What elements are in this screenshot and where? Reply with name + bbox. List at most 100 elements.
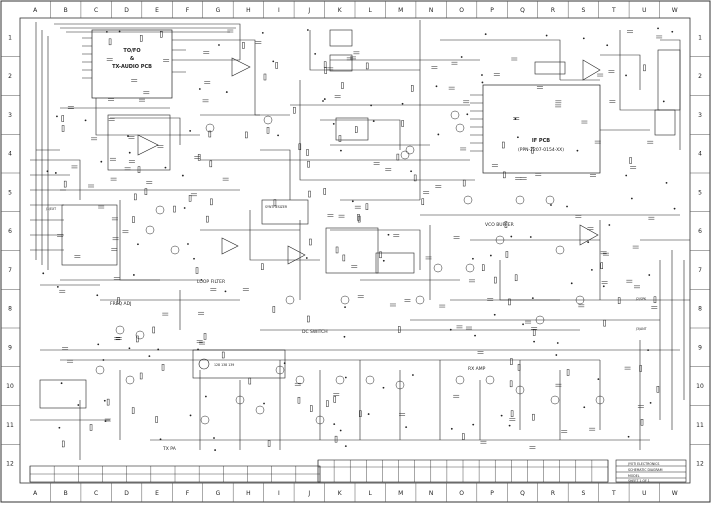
if-pcb-line2: (PPN-2207-0154-XX) (518, 147, 564, 153)
junction-dot (450, 427, 453, 430)
junction-dot (370, 104, 373, 107)
freq-adj-label: FREQ ADJ (110, 301, 131, 307)
junction-dot (189, 130, 192, 132)
junction-dot (344, 445, 347, 448)
junction-dot (372, 120, 375, 123)
junction-dot (625, 174, 628, 177)
resistor-symbol (462, 433, 465, 440)
junction-dot (225, 91, 228, 93)
grid-row-label-right: 11 (696, 422, 704, 429)
if-pcb-block: IF PCB (PPN-2207-0154-XX) (470, 84, 601, 174)
resistor-symbol (308, 190, 311, 198)
junction-dot (484, 33, 487, 36)
transistor-symbol (405, 145, 415, 155)
grid-col-label-bottom: G (216, 490, 221, 497)
resistor-symbol (117, 297, 120, 304)
grid-col-label-bottom: C (94, 490, 98, 497)
junction-dot (159, 438, 162, 441)
junction-dot (514, 117, 517, 120)
transistor-symbol (515, 385, 525, 395)
junction-dot (164, 166, 167, 169)
junction-dot (127, 135, 129, 137)
grid-col-label-top: J (307, 7, 310, 14)
transistor-symbol (515, 195, 525, 205)
resistor-symbol (108, 38, 112, 46)
junction-dot (132, 274, 135, 276)
resistor-symbol (261, 263, 264, 270)
junction-dot (314, 52, 317, 55)
resistor-symbol (335, 246, 339, 254)
transistor-symbol (125, 375, 135, 385)
resistor-symbol (326, 400, 329, 407)
grid-row-label-left: 5 (8, 189, 12, 196)
junction-dot (104, 420, 107, 422)
resistor-symbol (355, 126, 358, 133)
junction-dot (522, 323, 524, 326)
bom-table (29, 460, 609, 482)
resistor-symbol (61, 125, 65, 132)
grid-col-label-bottom: T (611, 490, 616, 497)
junction-dot (671, 30, 674, 33)
resistor-symbol (410, 85, 414, 92)
junction-dot (306, 29, 309, 31)
transistor-symbol (155, 205, 165, 215)
resistor-symbol (324, 67, 327, 74)
grid-col-label-top: C (94, 7, 98, 14)
junction-dot (673, 207, 676, 210)
junction-dot (322, 100, 324, 102)
junction-dot (224, 290, 227, 293)
resistor-symbol (132, 216, 135, 223)
grid-col-label-top: T (611, 7, 616, 14)
j3-label: J3/ANT (635, 327, 647, 331)
grid-col-label-top: Q (520, 7, 525, 14)
resistor-symbol (510, 410, 514, 417)
transistor-symbol (535, 315, 545, 325)
resistor-symbol (333, 396, 337, 403)
resistor-symbol (629, 157, 632, 164)
junction-dot (100, 160, 103, 163)
transistor-symbol (205, 123, 215, 133)
resistor-symbol (640, 419, 644, 426)
transistor-symbol (340, 295, 350, 305)
resistor-symbol (245, 131, 248, 139)
transistors (95, 110, 605, 425)
junction-dot (58, 426, 61, 429)
transistor-symbol (400, 150, 410, 160)
grid-col-label-bottom: D (124, 490, 129, 497)
junction-dot (42, 272, 45, 275)
junction-dot (435, 85, 438, 88)
junction-dot (493, 313, 496, 316)
grid-col-label-bottom: L (369, 490, 373, 497)
grid-row-label-right: 1 (698, 34, 702, 41)
title-model: MODEL (628, 474, 640, 478)
junction-dot (545, 34, 548, 37)
resistor-symbol (61, 115, 64, 122)
grid-col-label-top: U (642, 7, 646, 14)
resistor-symbol (134, 193, 137, 201)
grid-row-label-right: 12 (696, 461, 704, 468)
resistor-symbol (505, 251, 509, 258)
resistor-symbol (365, 203, 369, 210)
junction-dot (555, 354, 558, 356)
junction-dot (263, 402, 265, 405)
grid-col-label-top: W (672, 7, 678, 14)
resistor-symbol (136, 335, 139, 343)
junction-dot (437, 133, 440, 136)
junction-dot (597, 378, 600, 380)
junction-dot (382, 386, 385, 389)
legend-text: 128 138 139 (214, 363, 234, 367)
resistor-symbol (203, 333, 207, 340)
resistor-symbol (248, 377, 252, 385)
junction-dot (84, 119, 87, 122)
resistor-symbol (206, 215, 209, 223)
grid-col-label-top: L (369, 7, 373, 14)
resistor-symbol (89, 424, 93, 431)
resistor-symbol (503, 171, 506, 179)
wiring (30, 20, 690, 460)
resistor-symbol (532, 329, 536, 336)
grid-row-label-right: 7 (698, 267, 702, 274)
junction-dot (189, 414, 192, 417)
junction-dot (570, 282, 573, 285)
resistor-symbol (309, 238, 312, 246)
